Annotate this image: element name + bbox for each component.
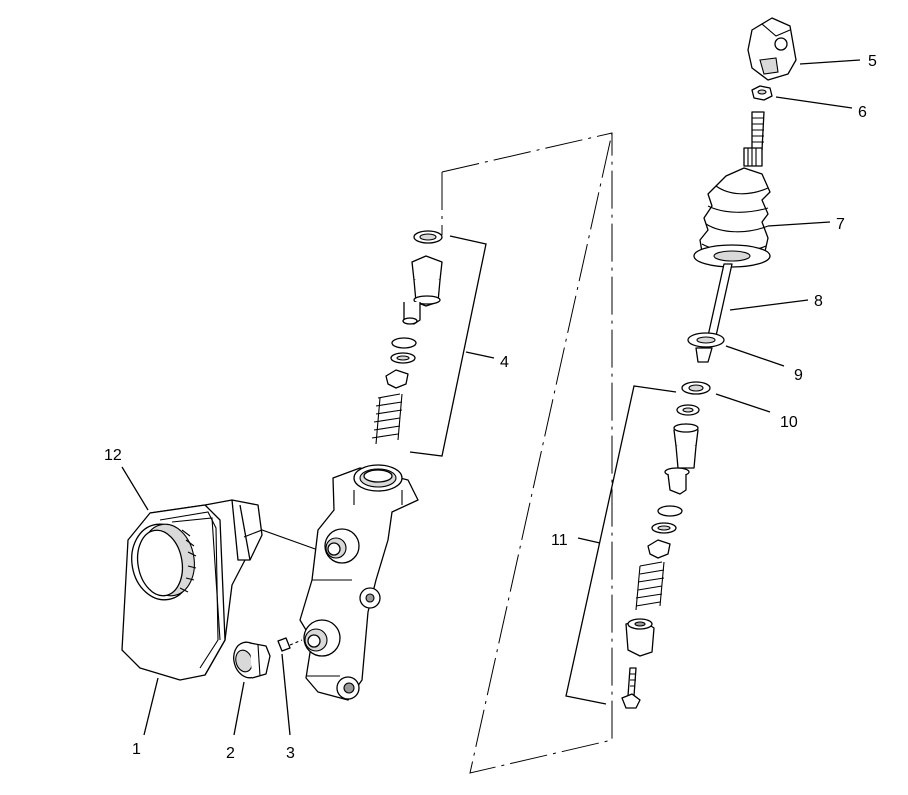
callout-10: 10 (780, 414, 798, 431)
bleeder-screw (277, 637, 303, 652)
callout-1: 1 (132, 741, 141, 758)
callout-6: 6 (858, 104, 867, 121)
reservoir-assembly (121, 499, 319, 681)
callout-4: 4 (500, 354, 509, 371)
callout-2: 2 (226, 745, 235, 762)
callout-5: 5 (868, 53, 877, 70)
fitting-plug (233, 641, 271, 679)
callout-labels: 1 2 3 4 5 6 7 8 9 10 11 12 (104, 53, 877, 762)
callout-3: 3 (286, 745, 295, 762)
piston-kit-upper (371, 230, 443, 445)
piston-kit-lower (621, 423, 699, 709)
callout-7: 7 (836, 216, 845, 233)
leader-lines (121, 59, 861, 736)
callout-8: 8 (814, 293, 823, 310)
pushrod-assembly (676, 17, 797, 416)
callout-9: 9 (794, 367, 803, 384)
callout-12: 12 (104, 447, 122, 464)
cylinder-body (299, 464, 419, 701)
phantom-enclosure-lines (441, 132, 613, 774)
callout-11: 11 (551, 532, 568, 549)
